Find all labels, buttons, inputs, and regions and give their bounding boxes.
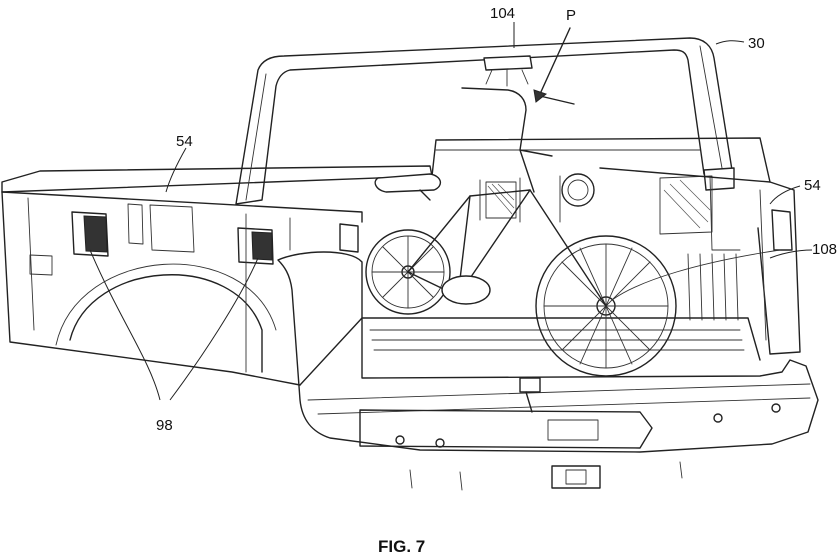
reference-label-30: 30 (748, 35, 765, 52)
bicycle (365, 27, 677, 377)
tailgate-bumper (277, 251, 819, 491)
cab-frame (235, 37, 735, 205)
left-bed-wall (1, 165, 433, 386)
reference-label-104: 104 (490, 5, 515, 22)
reference-label-54-left: 54 (176, 133, 193, 150)
bed-floor (299, 317, 761, 386)
reference-label-98: 98 (156, 417, 173, 434)
reference-label-54-right: 54 (804, 177, 821, 194)
right-bed-wall (599, 167, 801, 355)
reference-label-P: P (566, 7, 576, 24)
tie-down-strap (611, 249, 781, 301)
front-bulkhead (431, 137, 771, 235)
reference-leaders (89, 22, 813, 401)
reference-label-108: 108 (812, 241, 837, 258)
figure-caption: FIG. 7 (378, 537, 425, 556)
